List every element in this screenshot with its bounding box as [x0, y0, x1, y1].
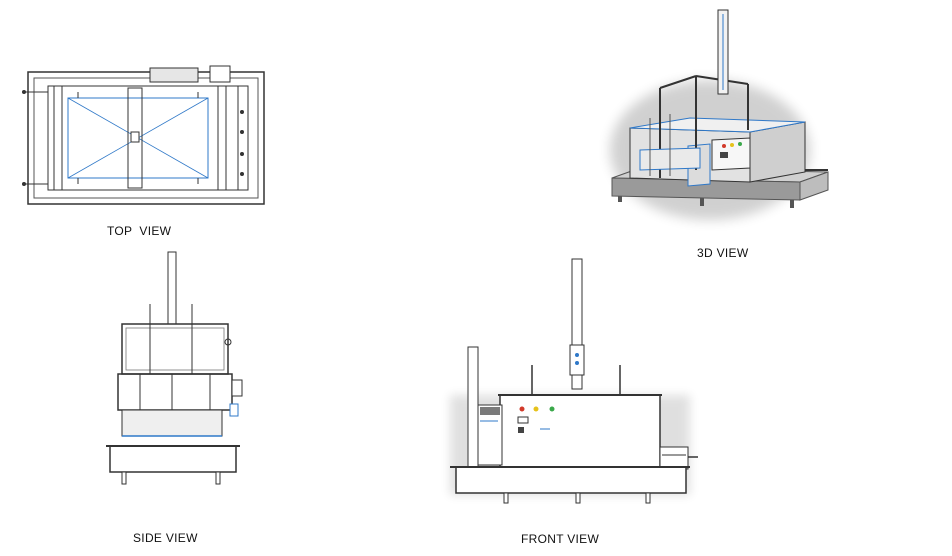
front-view-label: FRONT VIEW	[521, 532, 600, 546]
top-view-label: TOP VIEW	[107, 224, 172, 238]
side-view-label: SIDE VIEW	[133, 531, 198, 545]
3d-view-drawing	[610, 9, 829, 220]
3d-view-label: 3D VIEW	[697, 246, 749, 260]
top-view-drawing	[22, 65, 265, 205]
side-view-drawing	[106, 251, 243, 485]
front-view-drawing	[450, 258, 698, 504]
